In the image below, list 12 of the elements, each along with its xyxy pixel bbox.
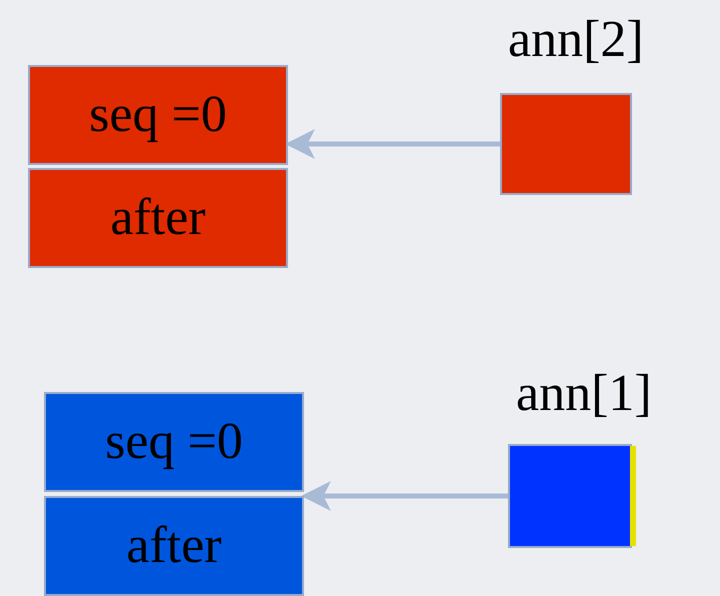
field-label: seq =0 xyxy=(89,89,227,141)
arrow xyxy=(301,481,508,511)
pointer-box xyxy=(500,93,632,195)
struct-field-box xyxy=(44,392,304,492)
variable-label: ann[1] xyxy=(516,368,652,420)
variable-label: ann[2] xyxy=(508,14,644,66)
field-label: after xyxy=(110,192,206,244)
struct-field-box xyxy=(28,168,288,268)
field-label: after xyxy=(126,520,222,572)
field-label: seq =0 xyxy=(105,416,243,468)
struct-field-box xyxy=(28,65,288,165)
struct-field-box xyxy=(44,496,304,596)
